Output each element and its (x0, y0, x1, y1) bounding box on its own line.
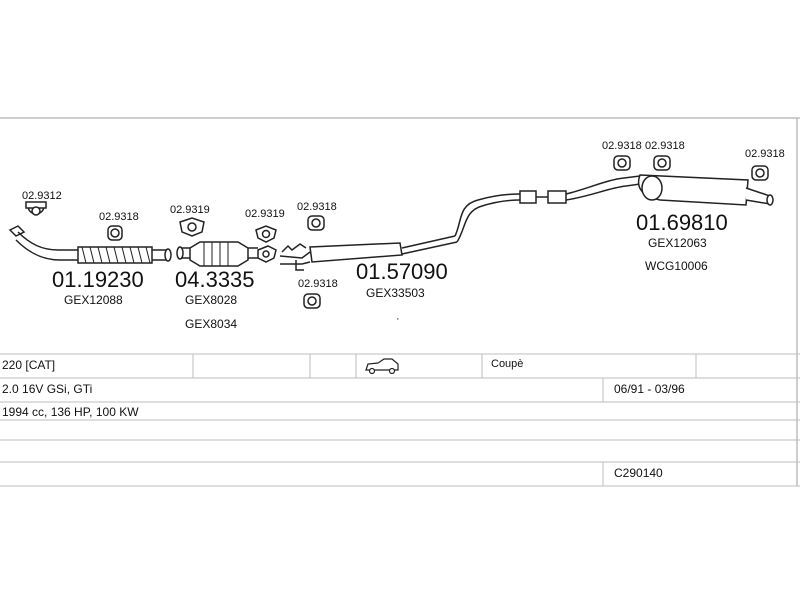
gasket-ring-icon (179, 217, 205, 237)
fitting-label-6: 02.9318 (298, 278, 338, 290)
dot-marker: · (396, 313, 400, 325)
fitting-label-8: 02.9318 (645, 140, 685, 152)
hanger-ring-icon (653, 155, 671, 171)
car-coupe-icon (365, 358, 399, 375)
middle-silencer-part (279, 235, 458, 265)
fitting-label-5: 02.9318 (297, 201, 337, 213)
part-code-3: GEX33503 (366, 286, 425, 300)
flange-icon (257, 245, 277, 263)
fitting-label-2: 02.9318 (99, 211, 139, 223)
catalytic-converter-part (176, 241, 258, 267)
part-code-4b: WCG10006 (645, 259, 708, 273)
part-number-4: 01.69810 (636, 210, 728, 235)
hanger-ring-icon (307, 215, 325, 231)
part-code-2b: GEX8034 (185, 317, 237, 331)
part-number-1: 01.19230 (52, 267, 144, 292)
vehicle-years: 06/91 - 03/96 (614, 382, 685, 396)
fitting-label-9: 02.9318 (745, 148, 785, 160)
vehicle-specs: 1994 cc, 136 HP, 100 KW (2, 405, 139, 419)
fitting-label-1: 02.9312 (22, 190, 62, 202)
hanger-ring-icon (613, 155, 631, 171)
fitting-label-3: 02.9319 (170, 204, 210, 216)
clamp-icon (25, 201, 47, 216)
hanger-ring-icon (751, 165, 769, 181)
catalog-code: C290140 (614, 466, 663, 480)
vehicle-body-type: Coupè (491, 358, 524, 370)
fitting-label-4: 02.9319 (245, 208, 285, 220)
vehicle-engine: 2.0 16V GSi, GTi (2, 382, 93, 396)
bracket-icon (295, 260, 304, 271)
part-code-2a: GEX8028 (185, 293, 237, 307)
hanger-ring-icon (303, 293, 321, 309)
part-code-1: GEX12088 (64, 293, 123, 307)
part-number-2: 04.3335 (175, 267, 255, 292)
part-number-3: 01.57090 (356, 259, 448, 284)
intermediate-pipe-part (454, 175, 641, 243)
vehicle-model: 220 [CAT] (2, 358, 56, 372)
gasket-ring-icon (255, 225, 277, 243)
rear-silencer-part (637, 174, 774, 206)
vehicle-table-grid (0, 353, 800, 487)
front-pipe-part (8, 225, 172, 264)
hanger-ring-icon (107, 225, 123, 241)
part-code-4a: GEX12063 (648, 236, 707, 250)
fitting-label-7: 02.9318 (602, 140, 642, 152)
